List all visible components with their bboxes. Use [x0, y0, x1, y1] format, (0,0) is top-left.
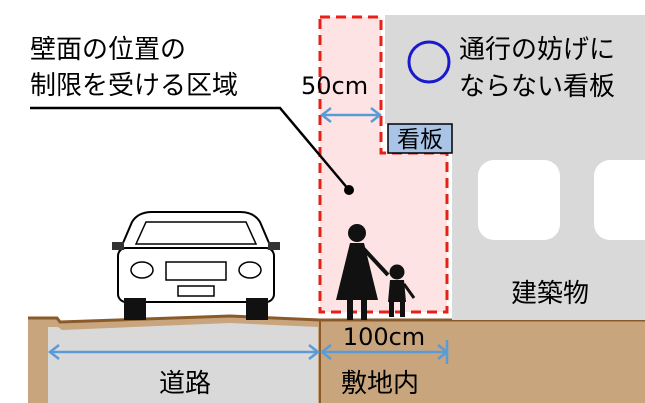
building-window	[594, 160, 645, 240]
ok-sign-label-line1: 通行の妨げに	[459, 35, 615, 65]
signboard: 看板	[387, 123, 453, 154]
building-window	[478, 160, 560, 240]
ok-sign-label-line2: ならない看板	[459, 72, 615, 102]
site-label: 敷地内	[341, 369, 419, 399]
zone-label-line2: 制限を受ける区域	[30, 71, 238, 101]
dimension-road	[47, 344, 321, 360]
zone-leader	[30, 106, 354, 195]
ground	[28, 314, 645, 403]
width-bottom-label: 100cm	[343, 323, 425, 351]
circle-icon	[407, 40, 451, 84]
road-label: 道路	[159, 369, 211, 399]
zone-label-line1: 壁面の位置の	[30, 35, 186, 65]
signboard-label: 看板	[397, 127, 443, 153]
building	[385, 15, 645, 320]
car-icon	[112, 211, 280, 320]
building-label: 建築物	[511, 279, 589, 309]
width-top-label: 50cm	[301, 72, 368, 100]
pedestrian-icon	[336, 224, 416, 320]
dimension-bottom	[319, 340, 450, 364]
dimension-top	[319, 107, 383, 123]
